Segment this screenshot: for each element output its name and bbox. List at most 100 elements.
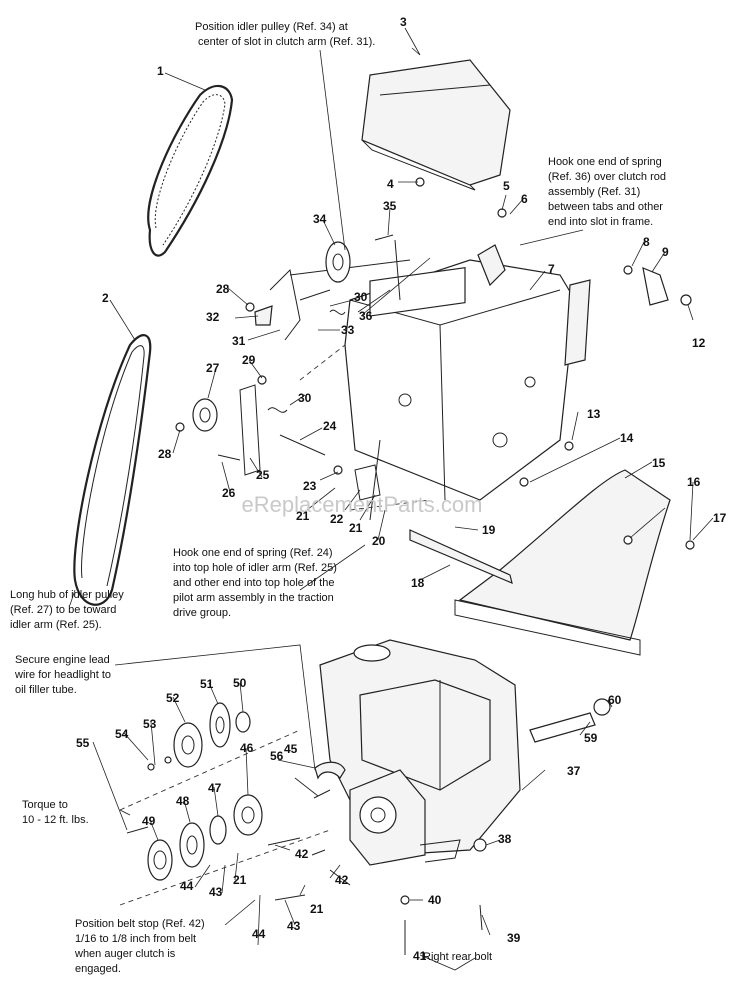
svg-text:into top hole of idler arm (Re: into top hole of idler arm (Ref. 25) (173, 562, 337, 574)
ref-47: 47 (208, 781, 222, 795)
ref-55: 55 (76, 736, 90, 750)
ref-36: 36 (359, 309, 373, 323)
ref-6: 6 (521, 192, 528, 206)
svg-text:(Ref. 27) to be toward: (Ref. 27) to be toward (10, 604, 116, 616)
filler-tube (529, 698, 611, 743)
ref-1: 1 (157, 64, 164, 78)
ref-3: 3 (400, 15, 407, 29)
svg-text:and other end into top hole of: and other end into top hole of the (173, 577, 334, 589)
ref-44b: 44 (252, 927, 266, 941)
svg-text:engaged.: engaged. (75, 963, 121, 975)
ref-21d: 21 (310, 902, 324, 916)
ref-13: 13 (587, 407, 601, 421)
ref-34: 34 (313, 212, 327, 226)
ref-27: 27 (206, 361, 220, 375)
ref-14: 14 (620, 431, 634, 445)
svg-text:assembly (Ref. 31): assembly (Ref. 31) (548, 186, 640, 198)
ref-4: 4 (387, 177, 394, 191)
svg-text:Torque to: Torque to (22, 799, 68, 811)
ref-42b: 42 (335, 873, 349, 887)
belt-1 (147, 84, 234, 257)
ref-31: 31 (232, 334, 246, 348)
ref-51: 51 (200, 677, 214, 691)
ref-30b: 30 (298, 391, 312, 405)
ref-21a: 21 (296, 509, 310, 523)
note-long-hub: Long hub of idler pulley (Ref. 27) to be… (10, 589, 124, 631)
svg-text:1/16 to 1/8 inch from belt: 1/16 to 1/8 inch from belt (75, 933, 196, 945)
ref-37: 37 (567, 764, 581, 778)
belt-cover (361, 59, 511, 191)
svg-text:Hook one end of spring (Ref. 2: Hook one end of spring (Ref. 24) (173, 547, 333, 559)
ref-33: 33 (341, 323, 355, 337)
engine (319, 639, 521, 866)
ref-60: 60 (608, 693, 622, 707)
ref-8: 8 (643, 235, 650, 249)
ref-17: 17 (713, 511, 727, 525)
ref-39: 39 (507, 931, 521, 945)
ref-38: 38 (498, 832, 512, 846)
ref-43b: 43 (287, 919, 301, 933)
svg-text:oil filler tube.: oil filler tube. (15, 684, 77, 696)
svg-text:pilot arm assembly in the trac: pilot arm assembly in the traction (173, 592, 334, 604)
ref-59: 59 (584, 731, 598, 745)
svg-text:Long hub of idler pulley: Long hub of idler pulley (10, 589, 124, 601)
ref-52: 52 (166, 691, 180, 705)
ref-35: 35 (383, 199, 397, 213)
ref-20: 20 (372, 534, 386, 548)
ref-22: 22 (330, 512, 344, 526)
ref-23: 23 (303, 479, 317, 493)
note-torque: Torque to 10 - 12 ft. lbs. (22, 799, 89, 826)
ref-25: 25 (256, 468, 270, 482)
ref-40: 40 (428, 893, 442, 907)
ref-44a: 44 (180, 879, 194, 893)
pulley-stack (147, 702, 351, 901)
ref-12: 12 (692, 336, 706, 350)
ref-53: 53 (143, 717, 157, 731)
ref-29: 29 (242, 353, 256, 367)
note-spring-36: Hook one end of spring (Ref. 36) over cl… (548, 156, 666, 228)
ref-18: 18 (411, 576, 425, 590)
ref-41: 41 (413, 949, 427, 963)
svg-text:drive group.: drive group. (173, 607, 231, 619)
ref-50: 50 (233, 676, 247, 690)
ref-30a: 30 (354, 290, 368, 304)
ref-24: 24 (323, 419, 337, 433)
ref-32: 32 (206, 310, 220, 324)
ref-21c: 21 (233, 873, 247, 887)
svg-text:Position idler pulley (Ref. 34: Position idler pulley (Ref. 34) at (195, 21, 348, 33)
svg-text:center of slot in clutch arm (: center of slot in clutch arm (Ref. 31). (198, 36, 375, 48)
ref-42a: 42 (295, 847, 309, 861)
cross-bar (409, 529, 513, 585)
watermark: eReplacementParts.com (242, 492, 483, 517)
note-right-rear-bolt: Right rear bolt (423, 951, 492, 963)
leader-lines (69, 27, 714, 971)
ref-28b: 28 (158, 447, 172, 461)
ref-46: 46 (240, 741, 254, 755)
svg-text:idler arm (Ref. 25).: idler arm (Ref. 25). (10, 619, 102, 631)
ref-56: 56 (270, 749, 284, 763)
ref-2: 2 (102, 291, 109, 305)
note-engine-lead: Secure engine lead wire for headlight to… (14, 654, 111, 696)
svg-text:wire for headlight to: wire for headlight to (14, 669, 111, 681)
ref-45: 45 (284, 742, 298, 756)
note-belt-stop: Position belt stop (Ref. 42) 1/16 to 1/8… (74, 918, 205, 975)
ref-16: 16 (687, 475, 701, 489)
ref-28a: 28 (216, 282, 230, 296)
svg-text:between tabs and other: between tabs and other (548, 201, 663, 213)
svg-text:Position belt stop (Ref. 42): Position belt stop (Ref. 42) (75, 918, 205, 930)
ref-9: 9 (662, 245, 669, 259)
svg-text:when auger clutch is: when auger clutch is (74, 948, 176, 960)
ref-15: 15 (652, 456, 666, 470)
svg-text:Hook one end of spring: Hook one end of spring (548, 156, 662, 168)
svg-text:end into slot in frame.: end into slot in frame. (548, 216, 653, 228)
ref-49: 49 (142, 814, 156, 828)
note-idler-position: Position idler pulley (Ref. 34) at cente… (195, 21, 375, 48)
reference-numbers: 1 2 3 4 5 6 7 8 9 12 13 14 15 16 17 18 1… (76, 15, 727, 963)
ref-54: 54 (115, 727, 129, 741)
clutch-assembly (192, 241, 411, 521)
ref-19: 19 (482, 523, 496, 537)
ref-5: 5 (503, 179, 510, 193)
svg-text:(Ref. 36) over clutch rod: (Ref. 36) over clutch rod (548, 171, 666, 183)
ref-43a: 43 (209, 885, 223, 899)
